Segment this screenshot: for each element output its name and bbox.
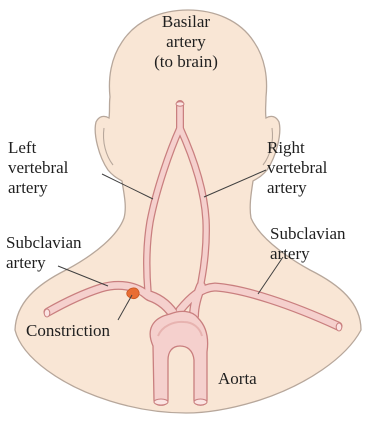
left-vertebral-label-line-2: vertebral: [8, 158, 68, 178]
right-vertebral-label-line-2: vertebral: [267, 158, 327, 178]
left-subclavian-label-line-1: Subclavian: [6, 233, 82, 253]
left-subclavian-artery-label: Subclavian artery: [6, 233, 82, 273]
aorta-left-end: [154, 399, 168, 405]
aorta-label: Aorta: [218, 369, 257, 389]
right-subclavian-artery-label: Subclavian artery: [270, 224, 346, 264]
basilar-artery-label-line-1: Basilar: [138, 12, 234, 32]
right-subclavian-label-line-2: artery: [270, 244, 346, 264]
right-subclavian-label-line-1: Subclavian: [270, 224, 346, 244]
right-vertebral-artery-label: Right vertebral artery: [267, 138, 327, 198]
right-vertebral-label-line-1: Right: [267, 138, 327, 158]
left-subclavian-end: [44, 309, 50, 317]
basilar-artery-end: [176, 102, 184, 106]
right-vertebral-label-line-3: artery: [267, 178, 327, 198]
aorta-right-end: [194, 399, 207, 405]
left-vertebral-label-line-1: Left: [8, 138, 68, 158]
left-subclavian-label-line-2: artery: [6, 253, 82, 273]
basilar-artery-label-line-2: artery: [138, 32, 234, 52]
left-vertebral-artery-label: Left vertebral artery: [8, 138, 68, 198]
right-subclavian-end: [336, 323, 342, 331]
constriction-spot: [127, 288, 139, 299]
constriction-label: Constriction: [26, 321, 110, 341]
basilar-artery-label: Basilar artery (to brain): [138, 12, 234, 72]
left-vertebral-label-line-3: artery: [8, 178, 68, 198]
basilar-artery-label-line-3: (to brain): [138, 52, 234, 72]
